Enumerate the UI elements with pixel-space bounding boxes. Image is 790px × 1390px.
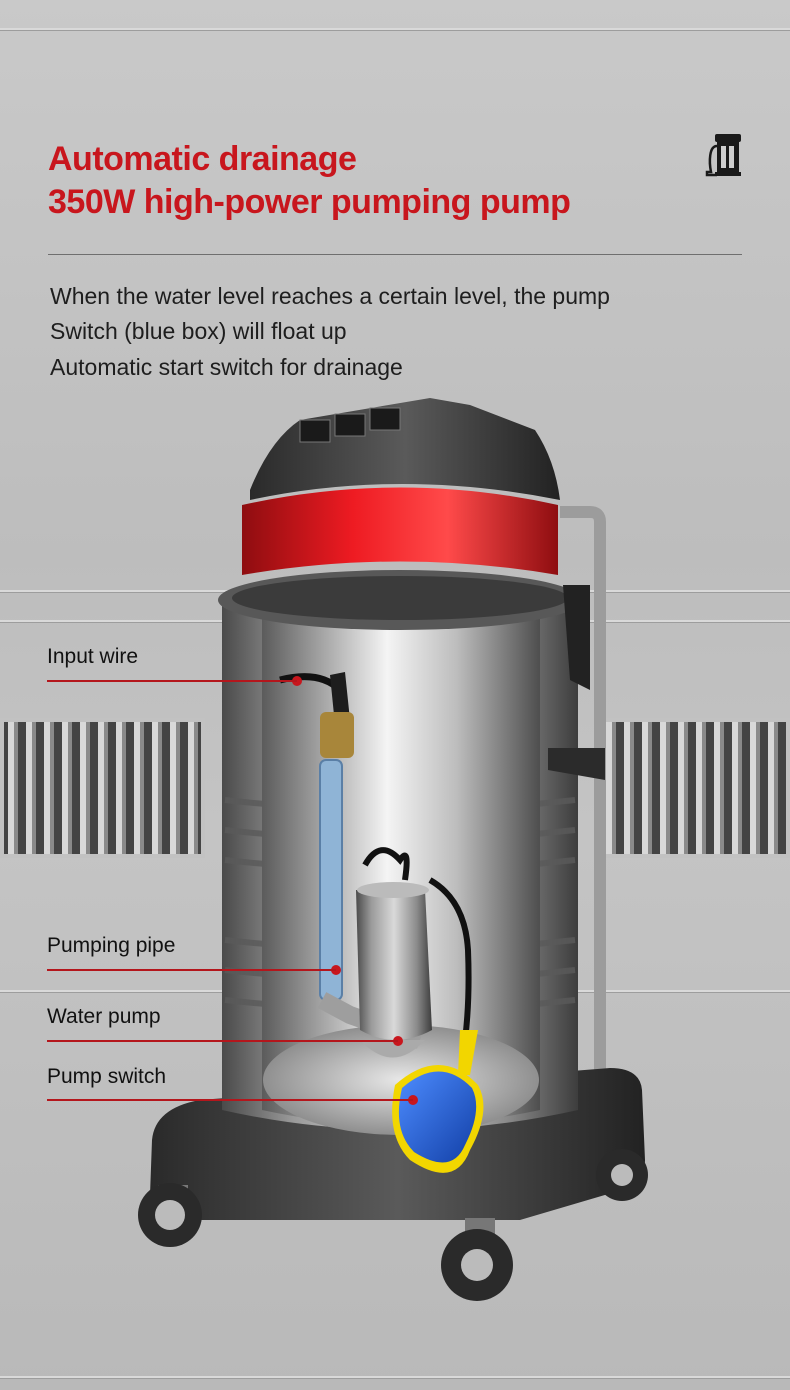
- description-line-2: Switch (blue box) will float up: [50, 318, 347, 344]
- label-pump-switch: Pump switch: [47, 1065, 167, 1088]
- label-line-water-pump: [47, 1040, 398, 1042]
- description-line-1: When the water level reaches a certain l…: [50, 283, 610, 309]
- float-switch-box: [392, 1065, 484, 1173]
- label-pumping-pipe: Pumping pipe: [47, 934, 176, 957]
- label-line-pumping-pipe: [47, 969, 336, 971]
- label-line-pump-switch: [47, 1099, 413, 1101]
- panel-seam: [0, 1376, 790, 1378]
- heading-line-1: Automatic drainage: [48, 140, 357, 178]
- divider: [48, 254, 742, 255]
- label-line-input-wire: [47, 680, 297, 682]
- label-water-pump: Water pump: [47, 1005, 161, 1028]
- caster-wheel: [138, 1183, 202, 1247]
- description-line-3: Automatic start switch for drainage: [50, 354, 403, 380]
- wall-vent-left: [0, 718, 205, 858]
- vacuum-cleaner-icon: [705, 134, 741, 177]
- panel-seam: [0, 28, 790, 30]
- heading-line-2: 350W high-power pumping pump: [48, 183, 571, 221]
- wall-vent-right: [598, 718, 790, 858]
- label-input-wire: Input wire: [47, 645, 139, 668]
